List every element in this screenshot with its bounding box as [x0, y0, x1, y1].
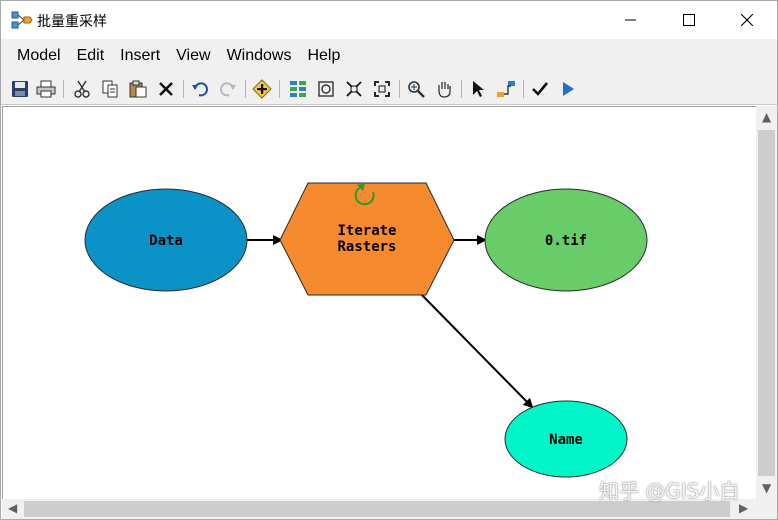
menu-model[interactable]: Model: [17, 47, 61, 64]
maximize-button[interactable]: [660, 1, 718, 39]
minimize-button[interactable]: [602, 1, 660, 39]
save-icon: [12, 81, 28, 97]
menu-view[interactable]: View: [176, 47, 211, 64]
print-icon: [36, 80, 56, 98]
scroll-down-arrow-icon[interactable]: ▼: [762, 481, 772, 495]
copy-icon: [102, 80, 118, 98]
vertical-scroll-thumb[interactable]: [758, 130, 775, 476]
print-button[interactable]: [35, 78, 57, 100]
node-name-shape: [504, 400, 628, 478]
connector-iterate-to-name[interactable]: [416, 289, 534, 409]
scroll-right-arrow-icon[interactable]: ▶: [739, 501, 749, 515]
menu-help[interactable]: Help: [307, 47, 341, 64]
auto-layout-icon: [290, 81, 306, 97]
node-data[interactable]: Data: [84, 188, 248, 292]
zoom-icon: [408, 81, 425, 98]
zoom-out-fixed-button[interactable]: [371, 78, 393, 100]
menu-edit[interactable]: Edit: [76, 47, 105, 64]
node-iterate-label-line1: Iterate: [337, 223, 396, 239]
close-icon: [741, 14, 753, 26]
menu-windows[interactable]: Windows: [226, 47, 292, 64]
save-button[interactable]: [9, 78, 31, 100]
title-bar: 批量重采样: [1, 1, 777, 39]
scrollbar-corner: [756, 499, 777, 519]
node-output-shape: [484, 188, 648, 292]
zoom-in-fixed-button[interactable]: [343, 78, 365, 100]
select-icon: [473, 81, 484, 97]
node-iterate-shape: [279, 182, 455, 296]
cut-icon: [74, 80, 90, 98]
add-data-icon: [252, 79, 272, 99]
full-extent-icon: [318, 81, 334, 97]
scroll-left-arrow-icon[interactable]: ◀: [8, 501, 18, 515]
node-output-raster[interactable]: 0.tif: [484, 188, 648, 292]
horizontal-scroll-thumb[interactable]: [24, 501, 730, 517]
undo-icon: [192, 82, 208, 97]
menu-insert[interactable]: Insert: [120, 47, 161, 64]
pan-icon: [438, 82, 451, 98]
paste-icon: [129, 80, 147, 98]
zoom-in-fixed-icon: [346, 81, 362, 97]
run-button[interactable]: [557, 78, 579, 100]
iterate-loop-icon: [354, 183, 375, 206]
undo-button[interactable]: [189, 78, 211, 100]
toolbar: [1, 73, 777, 105]
validate-icon: [532, 82, 549, 96]
delete-button[interactable]: [155, 78, 177, 100]
copy-button[interactable]: [99, 78, 121, 100]
redo-icon: [220, 82, 236, 97]
delete-icon: [159, 82, 173, 96]
window-title: 批量重采样: [37, 14, 107, 30]
zoom-out-fixed-icon: [374, 81, 390, 97]
minimize-icon: [625, 19, 636, 21]
vertical-scrollbar[interactable]: ▲ ▼: [756, 106, 777, 499]
node-data-shape: [84, 188, 248, 292]
full-extent-button[interactable]: [315, 78, 337, 100]
node-iterate-rasters[interactable]: Iterate Rasters: [279, 182, 455, 296]
add-data-button[interactable]: [251, 78, 273, 100]
maximize-icon: [683, 14, 695, 26]
model-diagram: Data Iterate Rasters 0.tif Name: [84, 182, 648, 478]
node-data-label: Data: [149, 233, 183, 249]
watermark: 知乎 @GIS小白: [599, 479, 740, 503]
validate-button[interactable]: [529, 78, 551, 100]
model-app-icon: [11, 11, 33, 29]
cut-button[interactable]: [71, 78, 93, 100]
pan-button[interactable]: [433, 78, 455, 100]
run-icon: [563, 82, 574, 96]
node-name[interactable]: Name: [504, 400, 628, 478]
connect-button[interactable]: [495, 78, 517, 100]
close-button[interactable]: [718, 1, 776, 39]
menu-bar: Model Edit Insert View Windows Help: [1, 39, 777, 73]
paste-button[interactable]: [127, 78, 149, 100]
scroll-up-arrow-icon[interactable]: ▲: [762, 110, 772, 124]
redo-button: [217, 78, 239, 100]
connect-icon: [497, 81, 515, 97]
horizontal-scrollbar[interactable]: ◀ ▶: [2, 499, 756, 519]
node-output-label: 0.tif: [545, 233, 587, 249]
auto-layout-button[interactable]: [287, 78, 309, 100]
node-iterate-label-line2: Rasters: [337, 239, 396, 255]
model-canvas[interactable]: Data Iterate Rasters 0.tif Name: [2, 106, 756, 499]
zoom-button[interactable]: [405, 78, 427, 100]
select-button[interactable]: [467, 78, 489, 100]
node-name-label: Name: [549, 432, 583, 448]
